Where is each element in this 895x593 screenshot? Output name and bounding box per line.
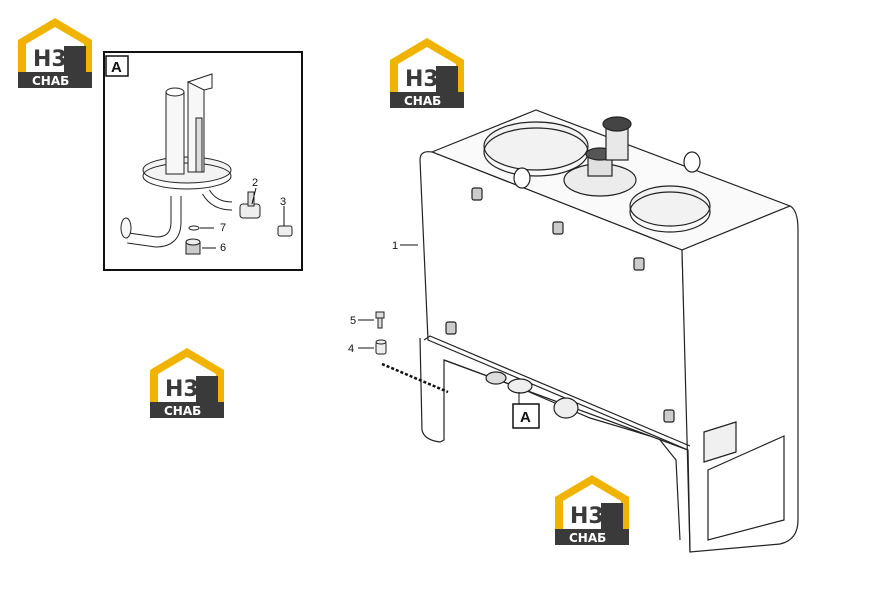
logo-letters: H3 bbox=[165, 377, 199, 402]
logo-bottom-center: H3 СНАБ bbox=[555, 475, 629, 545]
callout-7: 7 bbox=[220, 222, 226, 234]
hydraulic-tank bbox=[419, 109, 799, 553]
callout-5: 5 bbox=[350, 315, 356, 327]
detail-label: A bbox=[111, 59, 122, 76]
logo-caption: СНАБ bbox=[569, 531, 606, 545]
logo-caption: СНАБ bbox=[404, 94, 441, 108]
detail-label-frame bbox=[105, 55, 129, 77]
section-marker-label: A bbox=[520, 409, 531, 426]
detail-box: A bbox=[103, 51, 303, 271]
callout-2: 2 bbox=[252, 177, 258, 189]
main-leader-lines bbox=[358, 244, 520, 404]
callout-3: 3 bbox=[280, 196, 286, 208]
logo-letters: H3 bbox=[33, 47, 67, 72]
spacer-part bbox=[375, 339, 387, 355]
logo-top-left: H3 СНАБ bbox=[18, 18, 92, 88]
logo-top-center: H3 СНАБ bbox=[390, 38, 464, 108]
callout-4: 4 bbox=[348, 343, 354, 355]
callout-1: 1 bbox=[392, 240, 398, 252]
detail-leader-lines bbox=[200, 187, 285, 249]
suction-strainer-assembly bbox=[120, 73, 293, 255]
callout-6: 6 bbox=[220, 242, 226, 254]
section-marker: A bbox=[512, 403, 540, 429]
logo-caption: СНАБ bbox=[32, 74, 69, 88]
logo-letters: H3 bbox=[570, 504, 604, 529]
screw-part bbox=[375, 311, 385, 329]
logo-middle-left: H3 СНАБ bbox=[150, 348, 224, 418]
logo-letters: H3 bbox=[405, 67, 439, 92]
logo-caption: СНАБ bbox=[164, 404, 201, 418]
